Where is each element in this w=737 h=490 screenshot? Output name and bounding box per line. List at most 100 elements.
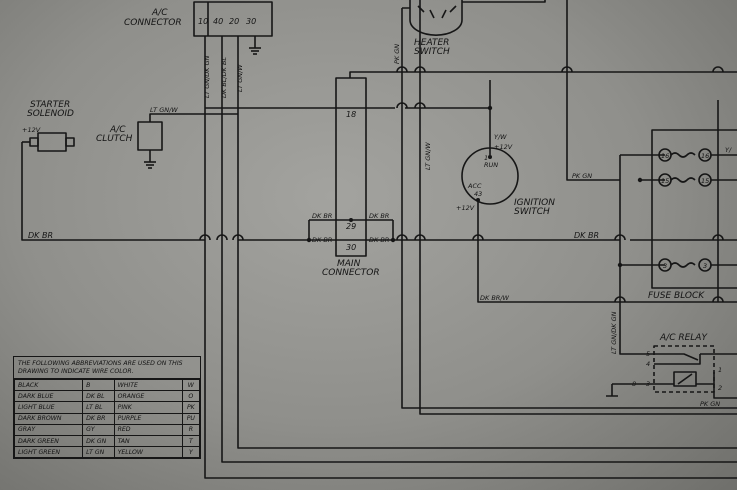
crossover-hops xyxy=(199,66,724,303)
ac-pin-10: 10 xyxy=(198,17,208,26)
color-name: PURPLE xyxy=(113,412,183,425)
relay-pin-2: 2 xyxy=(718,384,722,392)
heater-switch: HEATER SWITCH PK GN xyxy=(393,0,737,409)
starter-12v: +12V xyxy=(22,126,41,134)
clutch-label-1: A/C xyxy=(109,125,126,135)
abbreviations-note: THE FOLLOWING ABBREVIATIONS ARE USED ON … xyxy=(14,357,200,379)
color-abbr: DK BL xyxy=(82,390,115,403)
wire-label-dk-br-main-a: DK BR xyxy=(312,212,332,220)
wire-label-y-w: Y/W xyxy=(494,133,507,141)
wire-label-dk-br-main-b: DK BR xyxy=(369,212,389,220)
heater-label-1: HEATER xyxy=(414,38,449,48)
main-label-1: MAIN xyxy=(337,259,361,269)
ign-run-label: RUN xyxy=(484,161,498,169)
color-name: TAN xyxy=(113,434,183,448)
fuse-15a: 15 xyxy=(661,177,669,185)
color-name: LIGHT GREEN xyxy=(13,446,84,459)
color-abbr: R xyxy=(181,423,201,436)
color-abbr: PK xyxy=(181,401,201,414)
wire-label-pk-gn-vertical: PK GN xyxy=(393,44,401,64)
wire-label-pk-gn-fuse: PK GN xyxy=(572,172,592,180)
ignition-switch: Y/W +12V 1 RUN ACC 43 +12V IGNITION SWIT… xyxy=(456,80,737,303)
ign-acc-label: ACC xyxy=(467,182,482,190)
color-abbr: DK BR xyxy=(82,412,115,425)
color-name: WHITE xyxy=(113,378,183,392)
fuse-16a: 16 xyxy=(661,152,669,160)
ac-relay: A/C RELAY 5 4 8 3 1 2 LT GN/DK GN PK GN xyxy=(606,311,737,408)
starter-label-1: STARTER xyxy=(30,100,70,110)
color-abbr: W xyxy=(181,378,201,392)
color-name: DARK GREEN xyxy=(13,434,84,448)
wire-label-pk-gn-bottom: PK GN xyxy=(700,400,720,408)
wire-label-dk-br-left: DK BR xyxy=(28,231,53,240)
color-abbr: GY xyxy=(82,423,115,436)
color-abbr: O xyxy=(181,390,201,403)
ac-relay-label: A/C RELAY xyxy=(659,333,708,343)
fuse-block-label: FUSE BLOCK xyxy=(648,291,705,301)
ign-12v-acc: +12V xyxy=(456,204,475,212)
color-name: ORANGE xyxy=(113,390,183,403)
wire-label-lt-gn-w-a: LT GN/W xyxy=(150,106,178,114)
fuse-15b: 15 xyxy=(701,177,709,185)
ac-pin-40: 40 xyxy=(213,17,223,26)
color-name: DARK BLUE xyxy=(13,390,84,403)
ac-connector-label-2: CONNECTOR xyxy=(124,18,182,28)
fuse-block: 16 16 15 15 3 3 Y/ FUSE BLOCK xyxy=(619,100,737,315)
ac-connector-label-1: A/C xyxy=(151,8,168,18)
wire-label-dk-brw: DK BR/W xyxy=(480,294,509,302)
ign-run-pin: 1 xyxy=(484,154,488,162)
wire-label-lt-gn-dk-gn-relay: LT GN/DK GN xyxy=(610,311,618,354)
color-abbr: Y xyxy=(181,446,201,459)
color-name: RED xyxy=(113,423,183,436)
fuse-3b: 3 xyxy=(703,262,707,270)
fuse-3a: 3 xyxy=(663,262,667,270)
main-pin-30: 30 xyxy=(346,243,356,252)
fuse-yw-cut: Y/ xyxy=(725,146,732,154)
color-abbr: B xyxy=(82,378,115,392)
ac-connector: A/C CONNECTOR 10 40 20 30 xyxy=(124,1,273,55)
wire-label-lt-gn-dk-gn: LT GN/DK GN xyxy=(203,55,211,98)
main-pin-18: 18 xyxy=(346,110,356,119)
color-abbr: LT BL xyxy=(82,401,115,414)
color-abbr: LT GN xyxy=(82,446,115,459)
color-name: GRAY xyxy=(13,423,84,436)
ac-pin-30: 30 xyxy=(246,17,256,26)
color-abbr: DK GN xyxy=(82,434,115,448)
wire-label-lt-gn-w-vertical: LT GN/W xyxy=(424,142,432,170)
color-name: YELLOW xyxy=(113,446,183,459)
ign-label-2: SWITCH xyxy=(514,207,550,217)
main-label-2: CONNECTOR xyxy=(322,268,380,278)
starter-solenoid: STARTER SOLENOID +12V DK BR xyxy=(21,100,205,241)
main-pin-29: 29 xyxy=(346,222,356,231)
connector-verticals: LT GN/DK GN DK BL/DK BL LT GN/W xyxy=(203,36,737,479)
ac-pin-20: 20 xyxy=(229,17,239,26)
color-name: LIGHT BLUE xyxy=(13,401,84,414)
ign-label-1: IGNITION xyxy=(514,198,555,208)
fuse-16b: 16 xyxy=(701,152,709,160)
ac-clutch: A/C CLUTCH LT GN/W xyxy=(96,106,205,169)
color-name: BLACK xyxy=(13,378,84,392)
starter-label-2: SOLENOID xyxy=(27,109,74,119)
color-name: PINK xyxy=(113,401,183,414)
color-abbr: T xyxy=(181,434,201,448)
relay-pin-1: 1 xyxy=(718,366,722,374)
wire-color-abbreviations: THE FOLLOWING ABBREVIATIONS ARE USED ON … xyxy=(13,356,201,460)
ign-acc-pin: 43 xyxy=(474,190,482,198)
relay-pin-4: 4 xyxy=(646,360,650,368)
junction-dots xyxy=(306,105,643,268)
wire-label-lt-gn-w-b: LT GN/W xyxy=(236,64,244,92)
color-name: DARK BROWN xyxy=(13,412,84,425)
clutch-label-2: CLUTCH xyxy=(96,134,133,144)
heater-label-2: SWITCH xyxy=(414,47,450,57)
ign-12v-run: +12V xyxy=(494,143,513,151)
color-abbr: PU xyxy=(181,412,201,425)
